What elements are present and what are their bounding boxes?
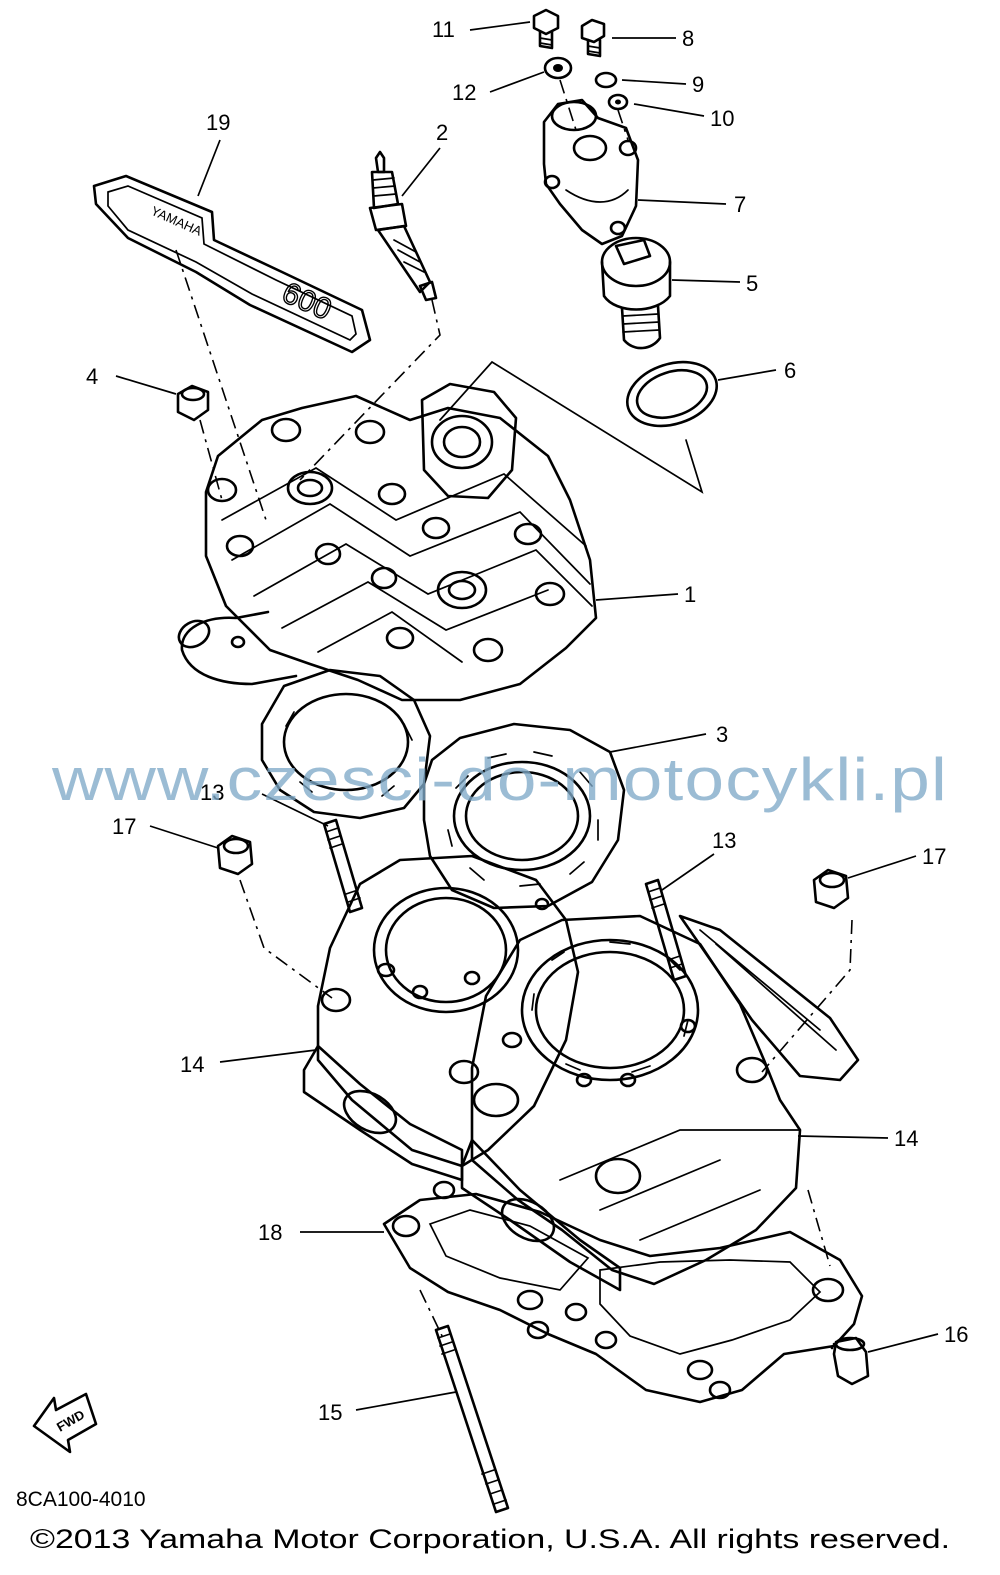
callout-17-left: 17	[112, 814, 136, 839]
callout-9: 9	[692, 72, 704, 97]
part-washer-10	[607, 93, 629, 111]
part-nut-17-right	[761, 868, 853, 1073]
callout-18: 18	[258, 1220, 282, 1245]
callout-4: 4	[86, 364, 98, 389]
part-washer-12	[543, 56, 573, 80]
part-bolt-8	[580, 18, 606, 58]
part-thermostat	[600, 236, 672, 350]
part-nut-17-left	[216, 834, 333, 999]
callout-19: 19	[206, 110, 230, 135]
part-nut-4	[176, 384, 223, 501]
callout-13-right: 13	[712, 828, 736, 853]
part-cylinder-right	[460, 914, 860, 1292]
callout-1: 1	[684, 582, 696, 607]
fwd-arrow-icon: FWD	[32, 1392, 98, 1454]
watermark-text: www.czesci-do-motocykli.pl	[51, 746, 948, 813]
part-head-gasket	[260, 668, 626, 911]
part-cylinder-left	[302, 854, 580, 1182]
part-o-ring	[625, 360, 719, 428]
callout-14-left: 14	[180, 1052, 204, 1077]
callout-17-right: 17	[922, 844, 946, 869]
callout-3: 3	[716, 722, 728, 747]
callout-12: 12	[452, 80, 476, 105]
diagram-code: 8CA100-4010	[16, 1488, 146, 1511]
part-stud-15	[434, 1324, 510, 1514]
part-decal: YAMAHA 600	[92, 174, 372, 354]
part-thermostat-cover	[542, 79, 640, 246]
callout-7: 7	[734, 192, 746, 217]
leader-lines	[115, 21, 939, 1411]
callout-16: 16	[944, 1322, 968, 1347]
callout-13-left: 13	[200, 780, 224, 805]
decal-brand-text: YAMAHA	[149, 203, 205, 239]
callout-2: 2	[436, 120, 448, 145]
part-spark-plug	[299, 150, 441, 481]
copyright-notice: ©2013 Yamaha Motor Corporation, U.S.A. A…	[30, 1524, 950, 1554]
part-bolt-11	[532, 8, 560, 50]
callout-11: 11	[432, 17, 455, 42]
callout-8: 8	[682, 26, 694, 51]
callout-14-right: 14	[894, 1126, 918, 1151]
callout-15: 15	[318, 1400, 342, 1425]
callout-numbers: 11 8 12 9 10 19 2 7 5 4 6 1 3 13 17 13 1…	[86, 17, 968, 1425]
part-stud-13-right	[644, 878, 688, 982]
callout-6: 6	[784, 358, 796, 383]
callout-5: 5	[746, 271, 758, 296]
part-cylinder-head	[175, 249, 598, 702]
part-washer-9	[594, 71, 618, 89]
part-stud-13-left	[322, 818, 364, 914]
callout-10: 10	[710, 106, 734, 131]
leader-o-ring-to-head	[439, 360, 704, 494]
part-dowel-16	[830, 1336, 870, 1386]
part-base-gasket	[382, 1180, 864, 1404]
